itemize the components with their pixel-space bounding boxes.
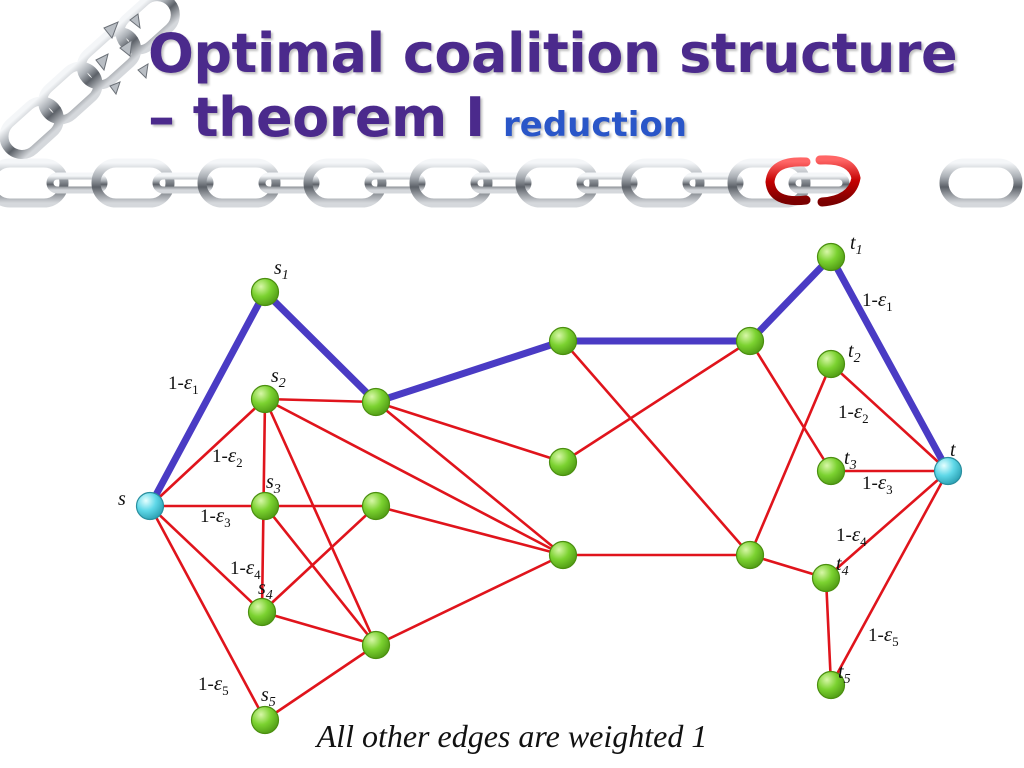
edge-s-s5: [148, 504, 267, 722]
chain-link-icon: [364, 172, 426, 194]
node-label-t2: t2: [848, 340, 861, 366]
node-s1: [250, 277, 280, 307]
node-a1: [361, 387, 391, 417]
edge-s4-a2: [260, 504, 378, 614]
title-line2: – theorem I: [148, 86, 485, 149]
chain-link-icon: [197, 158, 281, 208]
weight-label-source-4: 1-ε4: [230, 555, 261, 582]
chain-link-icon: [38, 61, 103, 125]
edge-s2-a1: [263, 397, 378, 404]
node-t1: [816, 242, 846, 272]
shard-icon: [95, 13, 149, 96]
node-s5: [250, 705, 280, 735]
weight-label-sink-2: 1-ε2: [838, 399, 869, 426]
chain-link-icon: [682, 172, 744, 194]
node-label-s2: s2: [271, 365, 286, 391]
edge-a1-b2: [374, 400, 565, 464]
edge-a3-b3: [374, 553, 565, 647]
edge-a1-b3: [374, 400, 565, 557]
chain-link-icon: [576, 172, 638, 194]
chain-link-icon: [409, 158, 493, 208]
title-line1: Optimal coalition structure: [148, 22, 958, 85]
node-label-t1: t1: [850, 232, 863, 258]
edge-t5-t: [829, 469, 950, 687]
node-t5: [816, 670, 846, 700]
edge-s-s2: [148, 397, 267, 508]
chain-link-icon: [91, 158, 175, 208]
node-b1: [548, 326, 578, 356]
edge-c2-t2: [748, 362, 833, 557]
chain-banner-icon: [0, 0, 1023, 208]
edge-s2-a3: [263, 397, 378, 647]
weight-label-source-3: 1-ε3: [200, 503, 231, 530]
chain-link-icon: [303, 158, 387, 208]
chain-link-icon: [115, 0, 180, 55]
weight-label-sink-4: 1-ε4: [836, 522, 867, 549]
node-label-t: t: [950, 439, 956, 461]
node-t2: [816, 349, 846, 379]
chain-link-icon: [0, 96, 64, 159]
edge-t4-t5: [824, 576, 833, 687]
edge-a1-b1: [372, 337, 567, 406]
slide-title: Optimal coalition structure – theorem I …: [148, 22, 1008, 157]
chain-link-icon: [76, 26, 142, 90]
chain-link-icon: [0, 158, 69, 208]
node-a3: [361, 630, 391, 660]
node-s3: [250, 491, 280, 521]
edge-b2-c1: [561, 339, 752, 464]
chain-link-icon: [621, 158, 705, 208]
node-t3: [816, 456, 846, 486]
edge-s1-a1: [261, 288, 380, 406]
node-t4: [811, 563, 841, 593]
edge-b1-c2: [561, 339, 752, 557]
weight-label-source-5: 1-ε5: [198, 671, 229, 698]
edge-s3-a3: [263, 504, 378, 647]
edge-s-s4: [148, 504, 264, 614]
node-c2: [735, 540, 765, 570]
edge-t2-t: [829, 362, 950, 473]
chain-link-icon: [727, 158, 811, 208]
node-s2: [250, 384, 280, 414]
chain-link-icon: [152, 172, 214, 194]
edge-t1-t: [827, 253, 952, 475]
node-label-s: s: [118, 488, 126, 510]
node-a2: [361, 491, 391, 521]
weight-label-source-1: 1-ε1: [168, 370, 199, 397]
chain-link-icon: [788, 172, 850, 194]
weight-label-sink-1: 1-ε1: [862, 287, 893, 314]
edge-t4-t: [824, 469, 950, 580]
edge-c1-t3: [748, 339, 833, 473]
edge-s4-a3: [260, 610, 378, 647]
node-label-t3: t3: [844, 447, 857, 473]
edge-s2-b3: [263, 397, 565, 557]
chain-link-icon: [515, 158, 599, 208]
chain-link-icon: [470, 172, 532, 194]
broken-link-icon: [765, 155, 861, 207]
node-label-s1: s1: [274, 257, 289, 283]
weight-label-sink-3: 1-ε3: [862, 470, 893, 497]
edge-s5-a3: [263, 643, 378, 722]
node-c1: [735, 326, 765, 356]
weight-label-source-2: 1-ε2: [212, 443, 243, 470]
edge-s-s1: [146, 288, 269, 510]
node-t: [933, 456, 963, 486]
chain-link-icon: [258, 172, 320, 194]
edge-a2-b3: [374, 504, 565, 557]
node-s: [135, 491, 165, 521]
title-suffix: reduction: [503, 105, 688, 145]
chain-link-icon: [46, 172, 108, 194]
weight-label-sink-5: 1-ε5: [868, 622, 899, 649]
edge-c1-t1: [746, 253, 835, 345]
caption: All other edges are weighted 1: [316, 718, 708, 754]
chain-link-icon: [939, 158, 1023, 208]
node-s4: [247, 597, 277, 627]
node-b2: [548, 447, 578, 477]
node-b3: [548, 540, 578, 570]
